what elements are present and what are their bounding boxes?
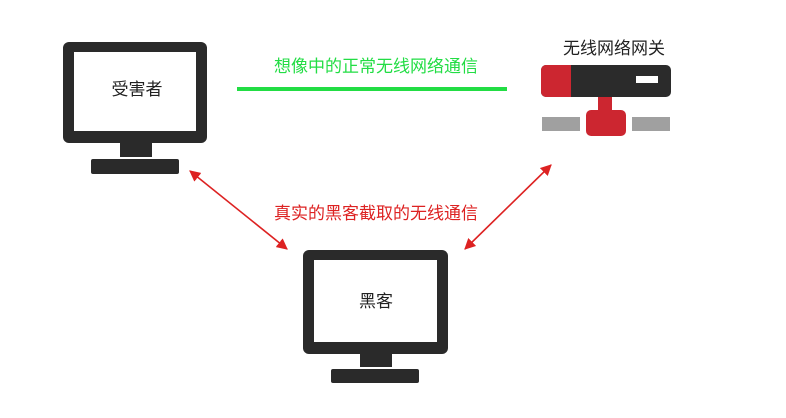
monitor-icon bbox=[63, 42, 207, 174]
hacker-node: 黑客 bbox=[303, 250, 448, 383]
victim-label: 受害者 bbox=[112, 80, 163, 100]
attack-arrow-left bbox=[189, 170, 288, 250]
gateway-node: 无线网络网关 bbox=[541, 39, 671, 136]
attack-connection-label: 真实的黑客截取的无线通信 bbox=[274, 204, 478, 224]
monitor-icon bbox=[303, 250, 448, 383]
attack-connection: 真实的黑客截取的无线通信 bbox=[189, 164, 552, 250]
normal-connection-label: 想像中的正常无线网络通信 bbox=[274, 57, 478, 77]
normal-connection: 想像中的正常无线网络通信 bbox=[237, 57, 507, 91]
victim-node: 受害者 bbox=[63, 42, 207, 174]
hacker-label: 黑客 bbox=[359, 292, 393, 312]
attack-arrow-right bbox=[464, 164, 552, 250]
router-icon bbox=[541, 65, 671, 136]
gateway-label: 无线网络网关 bbox=[563, 39, 665, 59]
